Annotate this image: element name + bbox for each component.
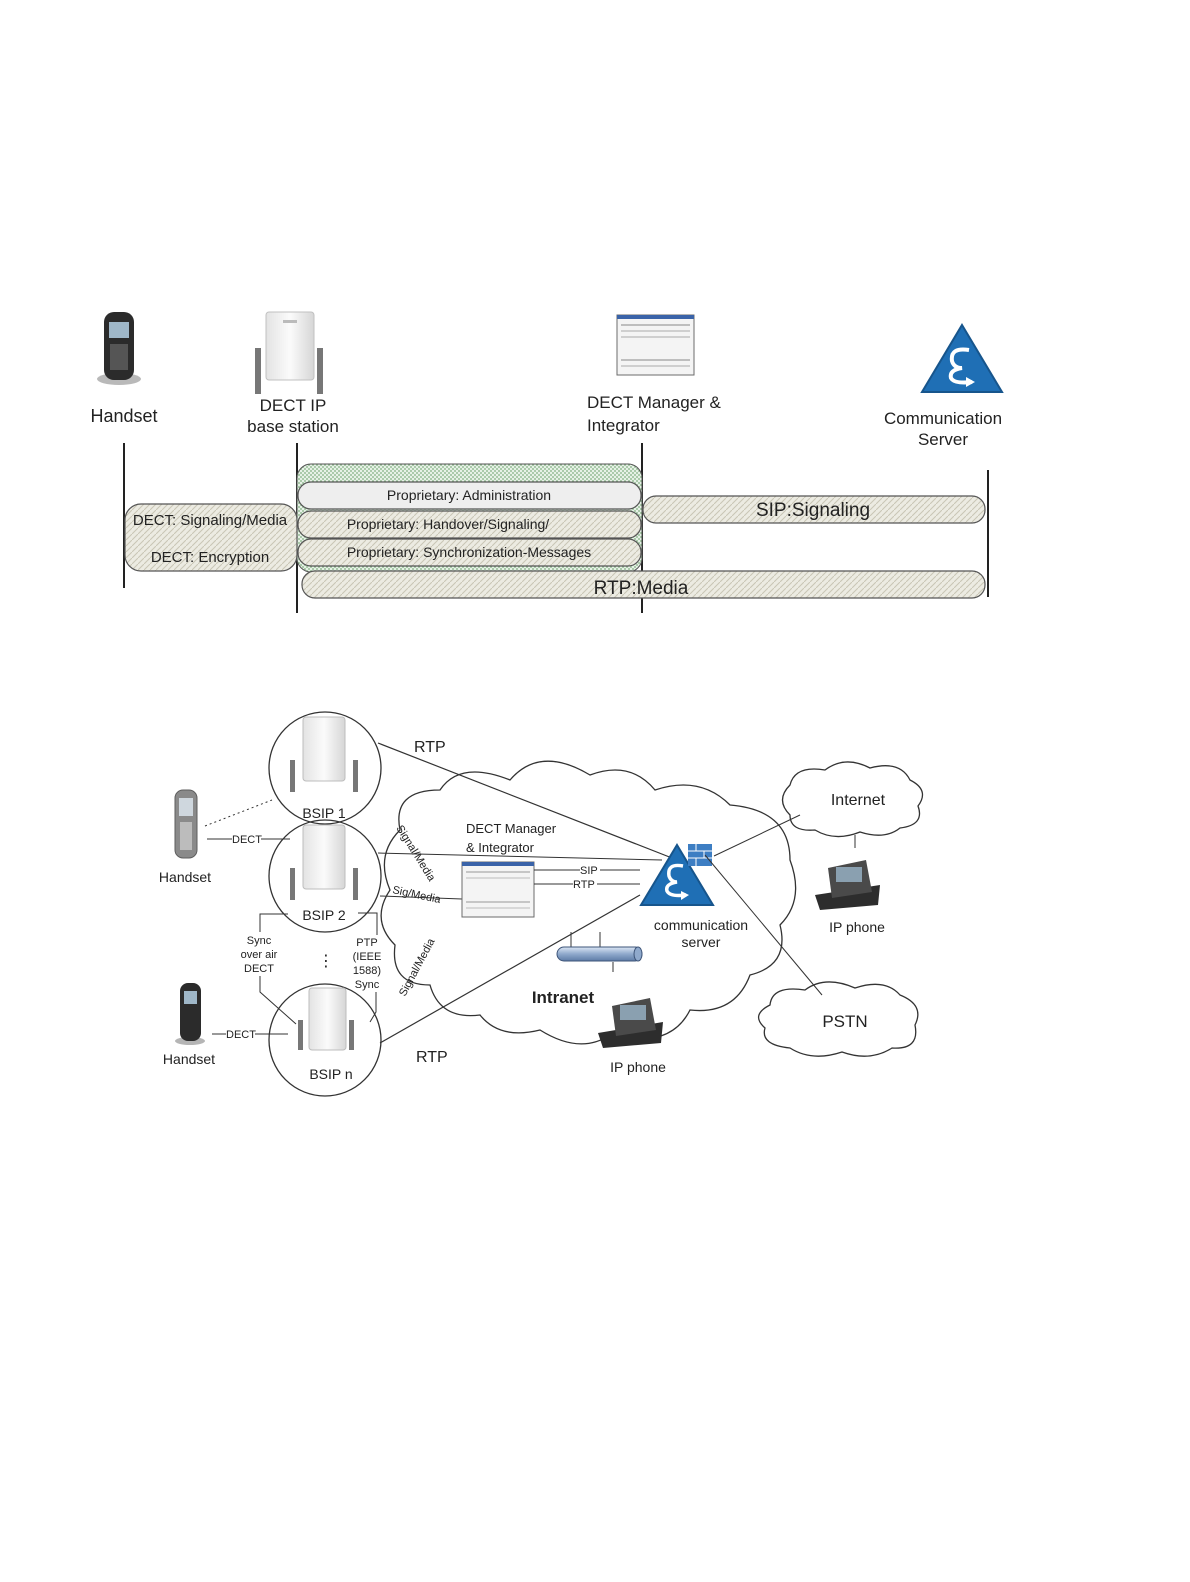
protocol-diagram: Handset DECT IP base station DECT Manage… (90, 311, 1004, 613)
pstn-cloud (758, 981, 919, 1057)
sip-small-label: SIP (580, 865, 598, 877)
sip-label: SIP:Signaling (756, 500, 870, 521)
ip-phone-right-label: IP phone (829, 919, 885, 935)
server-label-1: Communication (884, 409, 1002, 428)
ip-phone-bottom-icon (598, 998, 663, 1048)
dect-label-top: DECT (232, 834, 262, 846)
bsip1-label: BSIP 1 (302, 805, 346, 821)
ptp-link-b (369, 992, 377, 1023)
intranet-tube-icon (556, 932, 643, 972)
main-cloud (380, 760, 797, 1045)
intranet-label: Intranet (532, 988, 595, 1007)
handset-top-icon (174, 789, 198, 859)
rtp-line-top (377, 742, 673, 859)
dect-bar (124, 503, 298, 572)
bsip2-server-line (377, 852, 663, 861)
ip-phone-bottom-label: IP phone (610, 1059, 666, 1075)
ptp-label-2: (IEEE (353, 951, 382, 963)
manager-window-icon (616, 314, 695, 376)
communication-server-small-icon (639, 843, 715, 906)
ptp-link (358, 912, 378, 935)
administration-label: Proprietary: Administration (387, 487, 551, 503)
manager-small-label-2: & Integrator (466, 840, 535, 855)
sip-bar (642, 495, 986, 524)
bsip2-label: BSIP 2 (302, 907, 346, 923)
pstn-label: PSTN (822, 1012, 867, 1031)
handset-label: Handset (90, 406, 157, 426)
rtp-line-bottom (379, 894, 641, 1044)
comm-server-label-1: communication (654, 917, 748, 933)
internet-cloud (781, 761, 924, 838)
manager-window-icon-small (461, 861, 535, 918)
sync-over-air-link (259, 913, 288, 932)
base-station-icon (255, 311, 323, 394)
internet-label: Internet (831, 792, 886, 809)
bsip-ellipsis: ⋮ (318, 953, 334, 970)
manager-small-label-1: DECT Manager (466, 821, 557, 836)
sync-label-2: over air (241, 949, 278, 961)
bsip2-manager-line (379, 895, 463, 900)
bsipn-circle (268, 983, 382, 1097)
bsip2-device-icon (290, 824, 358, 900)
rtp-label: RTP:Media (594, 578, 689, 599)
server-label-2: Server (918, 430, 968, 449)
handset-top-label: Handset (159, 869, 211, 885)
network-diagram: BSIP 1 BSIP 2 BSIP n ⋮ Handset Handset D… (159, 711, 924, 1097)
synchronization-bar (297, 538, 642, 567)
ip-phone-right-icon (815, 860, 880, 910)
dect-dotted-link (204, 799, 273, 827)
base-station-label-2: base station (247, 417, 339, 436)
rtp-small-label: RTP (573, 879, 595, 891)
communication-server-icon (920, 323, 1004, 393)
manager-label-2: Integrator (587, 416, 660, 435)
handset-icon (97, 312, 141, 385)
rtp-label-top: RTP (414, 739, 446, 756)
ptp-label-4: Sync (355, 979, 380, 991)
handover-bar (297, 510, 642, 539)
bsip1-device-icon (290, 716, 358, 792)
ptp-label-3: 1588) (353, 965, 381, 977)
rtp-label-bottom: RTP (416, 1049, 448, 1066)
rtp-bar (301, 570, 986, 599)
administration-bar (297, 481, 642, 510)
bsipn-label: BSIP n (309, 1066, 352, 1082)
sync-over-air-link-b (259, 976, 297, 1025)
comm-server-label-2: server (682, 934, 721, 950)
synchronization-label: Proprietary: Synchronization-Messages (347, 544, 591, 560)
sync-label-3: DECT (244, 963, 274, 975)
dect-encryption-label: DECT: Encryption (151, 549, 269, 566)
firewall-icon (688, 844, 712, 866)
manager-label-1: DECT Manager & (587, 393, 722, 412)
bsipn-device-icon (298, 987, 354, 1051)
handset-bottom-label: Handset (163, 1051, 215, 1067)
bsip2-circle (268, 819, 382, 933)
bsip1-circle (268, 711, 382, 825)
ptp-label-1: PTP (356, 937, 377, 949)
server-internet-link (713, 814, 801, 857)
sync-label-1: Sync (247, 935, 272, 947)
handover-label: Proprietary: Handover/Signaling/ (347, 516, 549, 532)
base-station-label-1: DECT IP (260, 396, 327, 415)
handset-bottom-icon (175, 983, 205, 1045)
server-pstn-link (704, 854, 823, 996)
dect-label-bottom: DECT (226, 1029, 256, 1041)
dect-signaling-label: DECT: Signaling/Media (133, 512, 288, 529)
